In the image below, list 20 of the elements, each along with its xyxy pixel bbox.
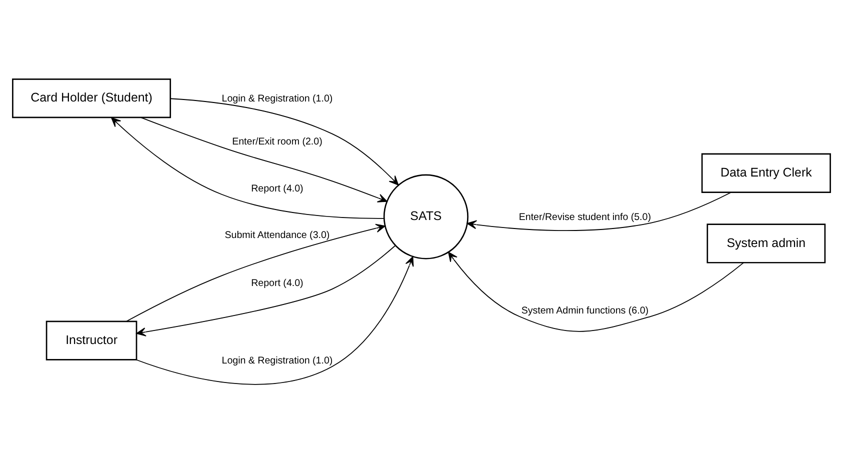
arrow [136,256,414,385]
node-box: System admin [706,224,826,264]
edge-label: System Admin functions (6.0) [521,306,649,317]
arrow [136,245,396,336]
arrow [126,224,386,322]
edge-label: Enter/Revise student info (5.0) [518,212,651,224]
arrow [448,252,744,332]
arrow [111,117,384,219]
arrow [466,192,732,231]
edge-label: Report (4.0) [251,278,304,290]
edge-label: Enter/Exit room (2.0) [232,136,322,148]
edge-label: Login & Registration (1.0) [222,94,333,105]
node-box: Card Holder (Student) [12,78,172,118]
node-box: Instructor [46,320,138,360]
edge-label: Login & Registration (1.0) [222,356,333,367]
arrow [170,98,399,186]
edge-label: Report (4.0) [251,184,304,195]
edge-label: Submit Attendance (3.0) [224,230,330,241]
arrow [140,117,388,202]
node-box: Data Entry Clerk [701,153,831,193]
